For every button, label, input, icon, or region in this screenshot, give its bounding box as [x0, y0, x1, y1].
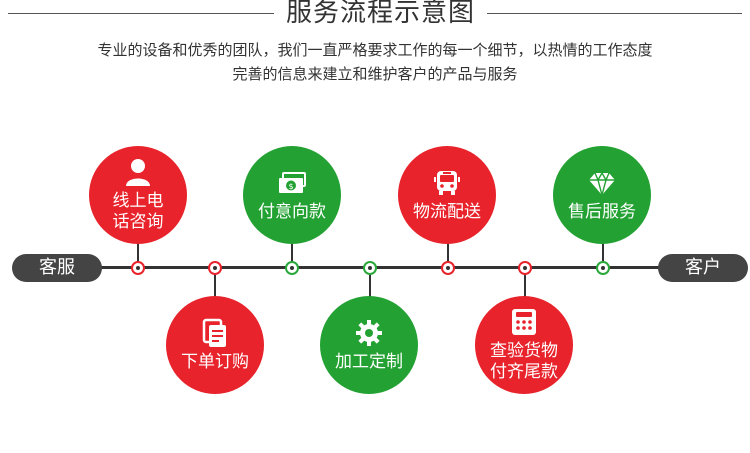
step-stem: [602, 240, 604, 268]
step-after-sales: 售后服务: [553, 146, 651, 244]
bus-icon: [434, 170, 460, 195]
step-label: 线上电 话咨询: [112, 191, 164, 232]
timeline-dot: [363, 261, 377, 275]
money-icon: $: [279, 171, 306, 193]
timeline-start-pill: 客服: [12, 254, 102, 282]
step-stem: [137, 240, 139, 268]
step-processing: 加工定制: [320, 296, 418, 394]
subtitle-line-2: 完善的信息来建立和维护客户的产品与服务: [232, 65, 518, 83]
step-stem: [524, 268, 526, 300]
step-inspect-pay: 查验货物 付齐尾款: [475, 296, 573, 394]
step-stem: [214, 268, 216, 300]
step-stem: [447, 240, 449, 268]
page-title: 服务流程示意图: [285, 0, 475, 28]
header: 服务流程示意图: [0, 0, 750, 30]
timeline-end-pill: 客户: [658, 254, 748, 282]
step-deposit: $ 付意向款: [243, 146, 341, 244]
step-label: 加工定制: [335, 351, 403, 372]
step-label: 物流配送: [413, 201, 481, 222]
calculator-icon: [512, 309, 536, 335]
step-stem: [369, 268, 371, 300]
step-label: 售后服务: [568, 201, 636, 222]
step-stem: [291, 240, 293, 268]
timeline-dot: [131, 261, 145, 275]
gear-icon: [356, 319, 382, 346]
subtitle-line-1: 专业的设备和优秀的团队，我们一直严格要求工作的每一个细节，以热情的工作态度: [97, 41, 653, 59]
title-divider-right: [487, 13, 742, 14]
title-divider-left: [8, 13, 274, 14]
step-label: 查验货物 付齐尾款: [490, 341, 558, 382]
timeline-line: [96, 266, 662, 269]
timeline-dot: [518, 261, 532, 275]
timeline-dot: [208, 261, 222, 275]
timeline-dot: [596, 261, 610, 275]
timeline-dot: [285, 261, 299, 275]
step-label: 付意向款: [258, 201, 326, 222]
svg-text:$: $: [288, 182, 293, 191]
document-icon: [202, 318, 226, 347]
step-consult: 线上电 话咨询: [89, 146, 187, 244]
step-label: 下单订购: [181, 351, 249, 372]
step-delivery: 物流配送: [398, 146, 496, 244]
timeline-dot: [441, 261, 455, 275]
person-icon: [126, 159, 150, 186]
diamond-icon: [589, 171, 615, 198]
step-order: 下单订购: [166, 296, 264, 394]
